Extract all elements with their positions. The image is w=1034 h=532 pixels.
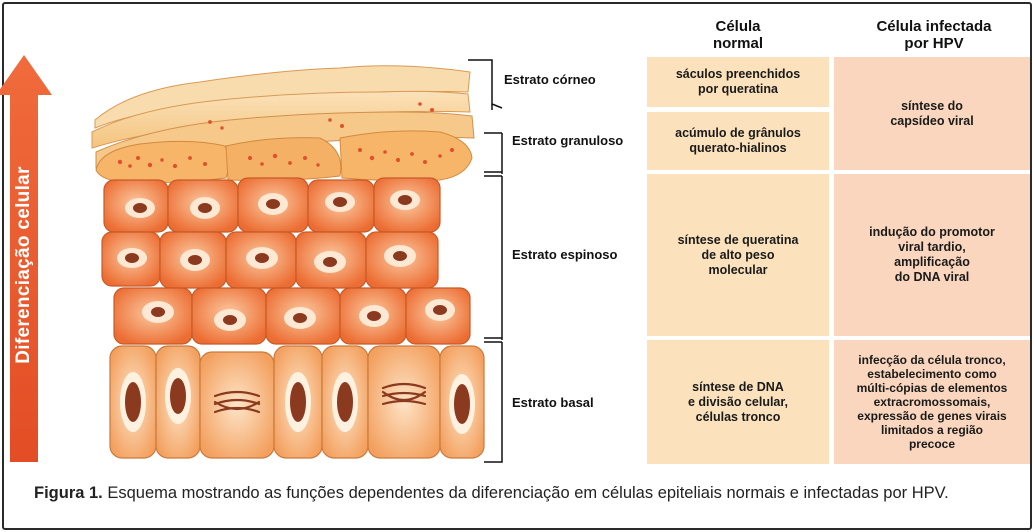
label-stratum-basale: Estrato basal: [512, 395, 594, 410]
caption-label: Figura 1.: [34, 484, 103, 502]
label-stratum-granulosum: Estrato granuloso: [512, 133, 623, 148]
header-normal-cell: Célula normal: [648, 18, 828, 52]
normal-spinosum-cell: síntese de queratina de alto peso molecu…: [647, 174, 829, 336]
figure-caption: Figura 1. Esquema mostrando as funções d…: [34, 483, 1014, 503]
caption-text: Esquema mostrando as funções dependentes…: [103, 484, 949, 502]
infected-spinosum-cell: indução do promotor viral tardio, amplif…: [834, 174, 1030, 336]
label-stratum-spinosum: Estrato espinoso: [512, 247, 617, 262]
infected-upper-cell: síntese do capsídeo viral: [834, 57, 1030, 170]
infected-basale-cell: infecção da célula tronco, estabelecimen…: [834, 340, 1030, 464]
normal-basale-cell: síntese de DNA e divisão celular, célula…: [647, 340, 829, 464]
header-infected-cell: Célula infectada por HPV: [836, 18, 1032, 52]
normal-corneum-cell: sáculos preenchidos por queratina: [647, 57, 829, 107]
normal-granulosum-cell: acúmulo de grânulos querato-hialinos: [647, 112, 829, 170]
label-stratum-corneum: Estrato córneo: [504, 72, 596, 87]
